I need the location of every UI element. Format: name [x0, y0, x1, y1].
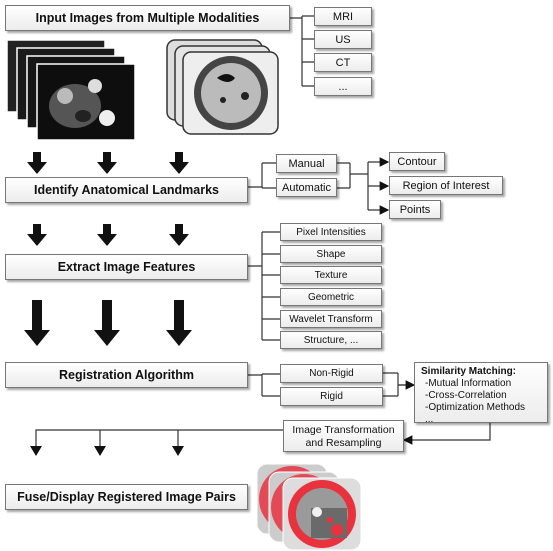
similarity-title: Similarity Matching:	[421, 366, 517, 377]
automatic-method-box: Automatic	[276, 178, 337, 197]
similarity-item: -Optimization Methods	[425, 402, 526, 413]
feature-pixel-intensities: Pixel Intensities	[280, 223, 382, 241]
image-transformation-box: Image Transformation and Resampling	[283, 420, 404, 452]
input-images-box: Input Images from Multiple Modalities	[5, 5, 290, 31]
input-image-stack-light	[166, 39, 279, 135]
flow-arrows	[24, 152, 192, 346]
points-box: Points	[389, 200, 441, 219]
feature-structure: Structure, ...	[280, 331, 382, 349]
similarity-matching-box: Similarity Matching: -Mutual Information…	[414, 362, 548, 425]
extract-features-box: Extract Image Features	[5, 254, 248, 280]
contour-box: Contour	[389, 152, 445, 171]
feature-texture: Texture	[280, 266, 382, 284]
similarity-item: -Mutual Information	[425, 378, 512, 389]
transformation-line-2: and Resampling	[305, 437, 382, 449]
region-of-interest-box: Region of Interest	[389, 176, 503, 195]
feature-geometric: Geometric	[280, 288, 382, 306]
fused-image-stack	[256, 463, 362, 551]
input-image-stack-dark	[6, 39, 136, 141]
transformation-line-1: Image Transformation	[292, 424, 395, 436]
modality-us: US	[314, 30, 372, 49]
identify-landmarks-box: Identify Anatomical Landmarks	[5, 177, 248, 203]
fuse-display-box: Fuse/Display Registered Image Pairs	[5, 484, 248, 510]
modality-mri: MRI	[314, 7, 372, 26]
rigid-box: Rigid	[280, 387, 383, 406]
non-rigid-box: Non-Rigid	[280, 364, 383, 383]
registration-algorithm-box: Registration Algorithm	[5, 362, 248, 388]
similarity-item: ...	[425, 414, 434, 425]
modality-ct: CT	[314, 53, 372, 72]
feature-wavelet-transform: Wavelet Transform	[280, 310, 382, 328]
manual-method-box: Manual	[276, 154, 337, 173]
feature-shape: Shape	[280, 245, 382, 263]
similarity-item: -Cross-Correlation	[425, 390, 507, 401]
modality-more: ...	[314, 77, 372, 96]
